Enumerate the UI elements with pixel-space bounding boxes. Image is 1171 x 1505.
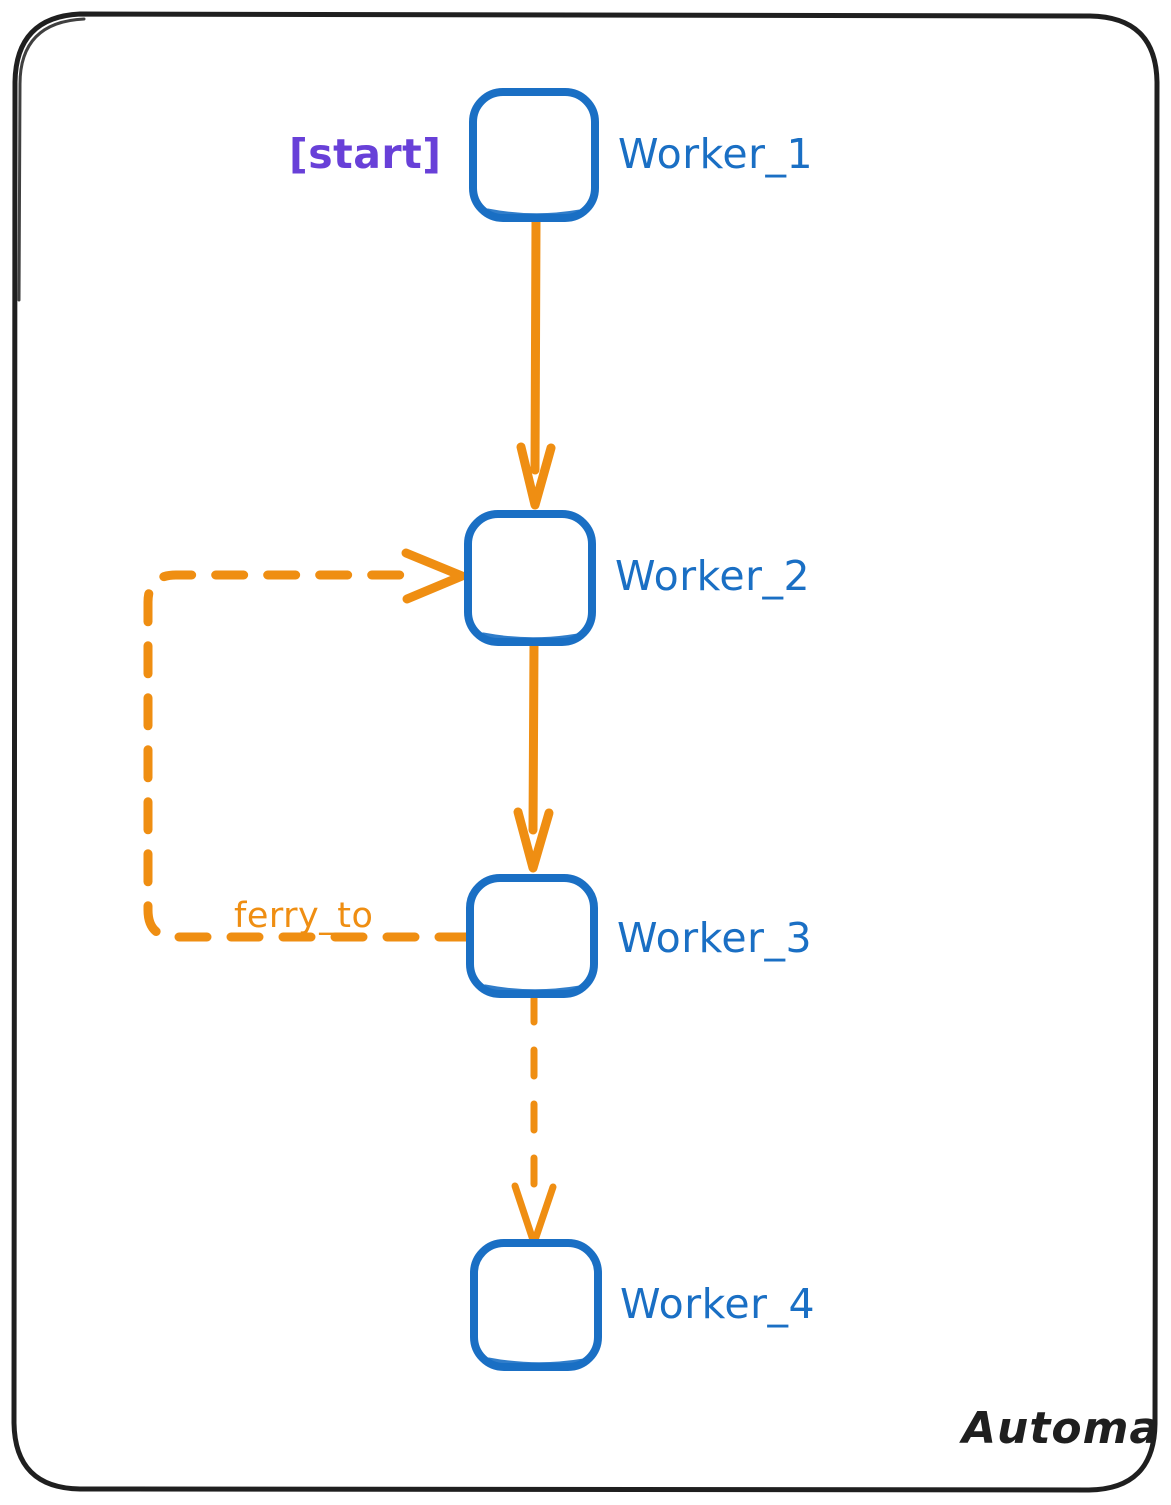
- node-worker1[interactable]: [469, 88, 599, 222]
- edge-worker3-worker4[interactable]: [511, 992, 557, 1247]
- node-label-worker1: Worker_1: [618, 130, 813, 178]
- edge-worker2-worker3[interactable]: [513, 639, 554, 873]
- node-label-worker4: Worker_4: [620, 1280, 815, 1328]
- start-marker-label: [start]: [289, 130, 441, 178]
- node-worker2[interactable]: [464, 510, 596, 646]
- canvas-border: [11, 11, 1160, 1493]
- node-worker4[interactable]: [470, 1239, 602, 1371]
- edge-label-ferry-to: ferry_to: [234, 896, 373, 936]
- arrowhead-icon: [511, 1182, 557, 1247]
- node-worker3[interactable]: [466, 874, 598, 998]
- node-label-worker2: Worker_2: [615, 552, 810, 600]
- arrowhead-icon: [401, 548, 467, 604]
- edge-worker3-worker2-ferry[interactable]: [143, 548, 472, 942]
- node-label-worker3: Worker_3: [617, 914, 812, 962]
- watermark-automa: Automa: [959, 1403, 1160, 1454]
- arrowhead-icon: [513, 807, 554, 873]
- arrowhead-icon: [516, 442, 556, 510]
- edge-worker1-worker2[interactable]: [516, 217, 556, 510]
